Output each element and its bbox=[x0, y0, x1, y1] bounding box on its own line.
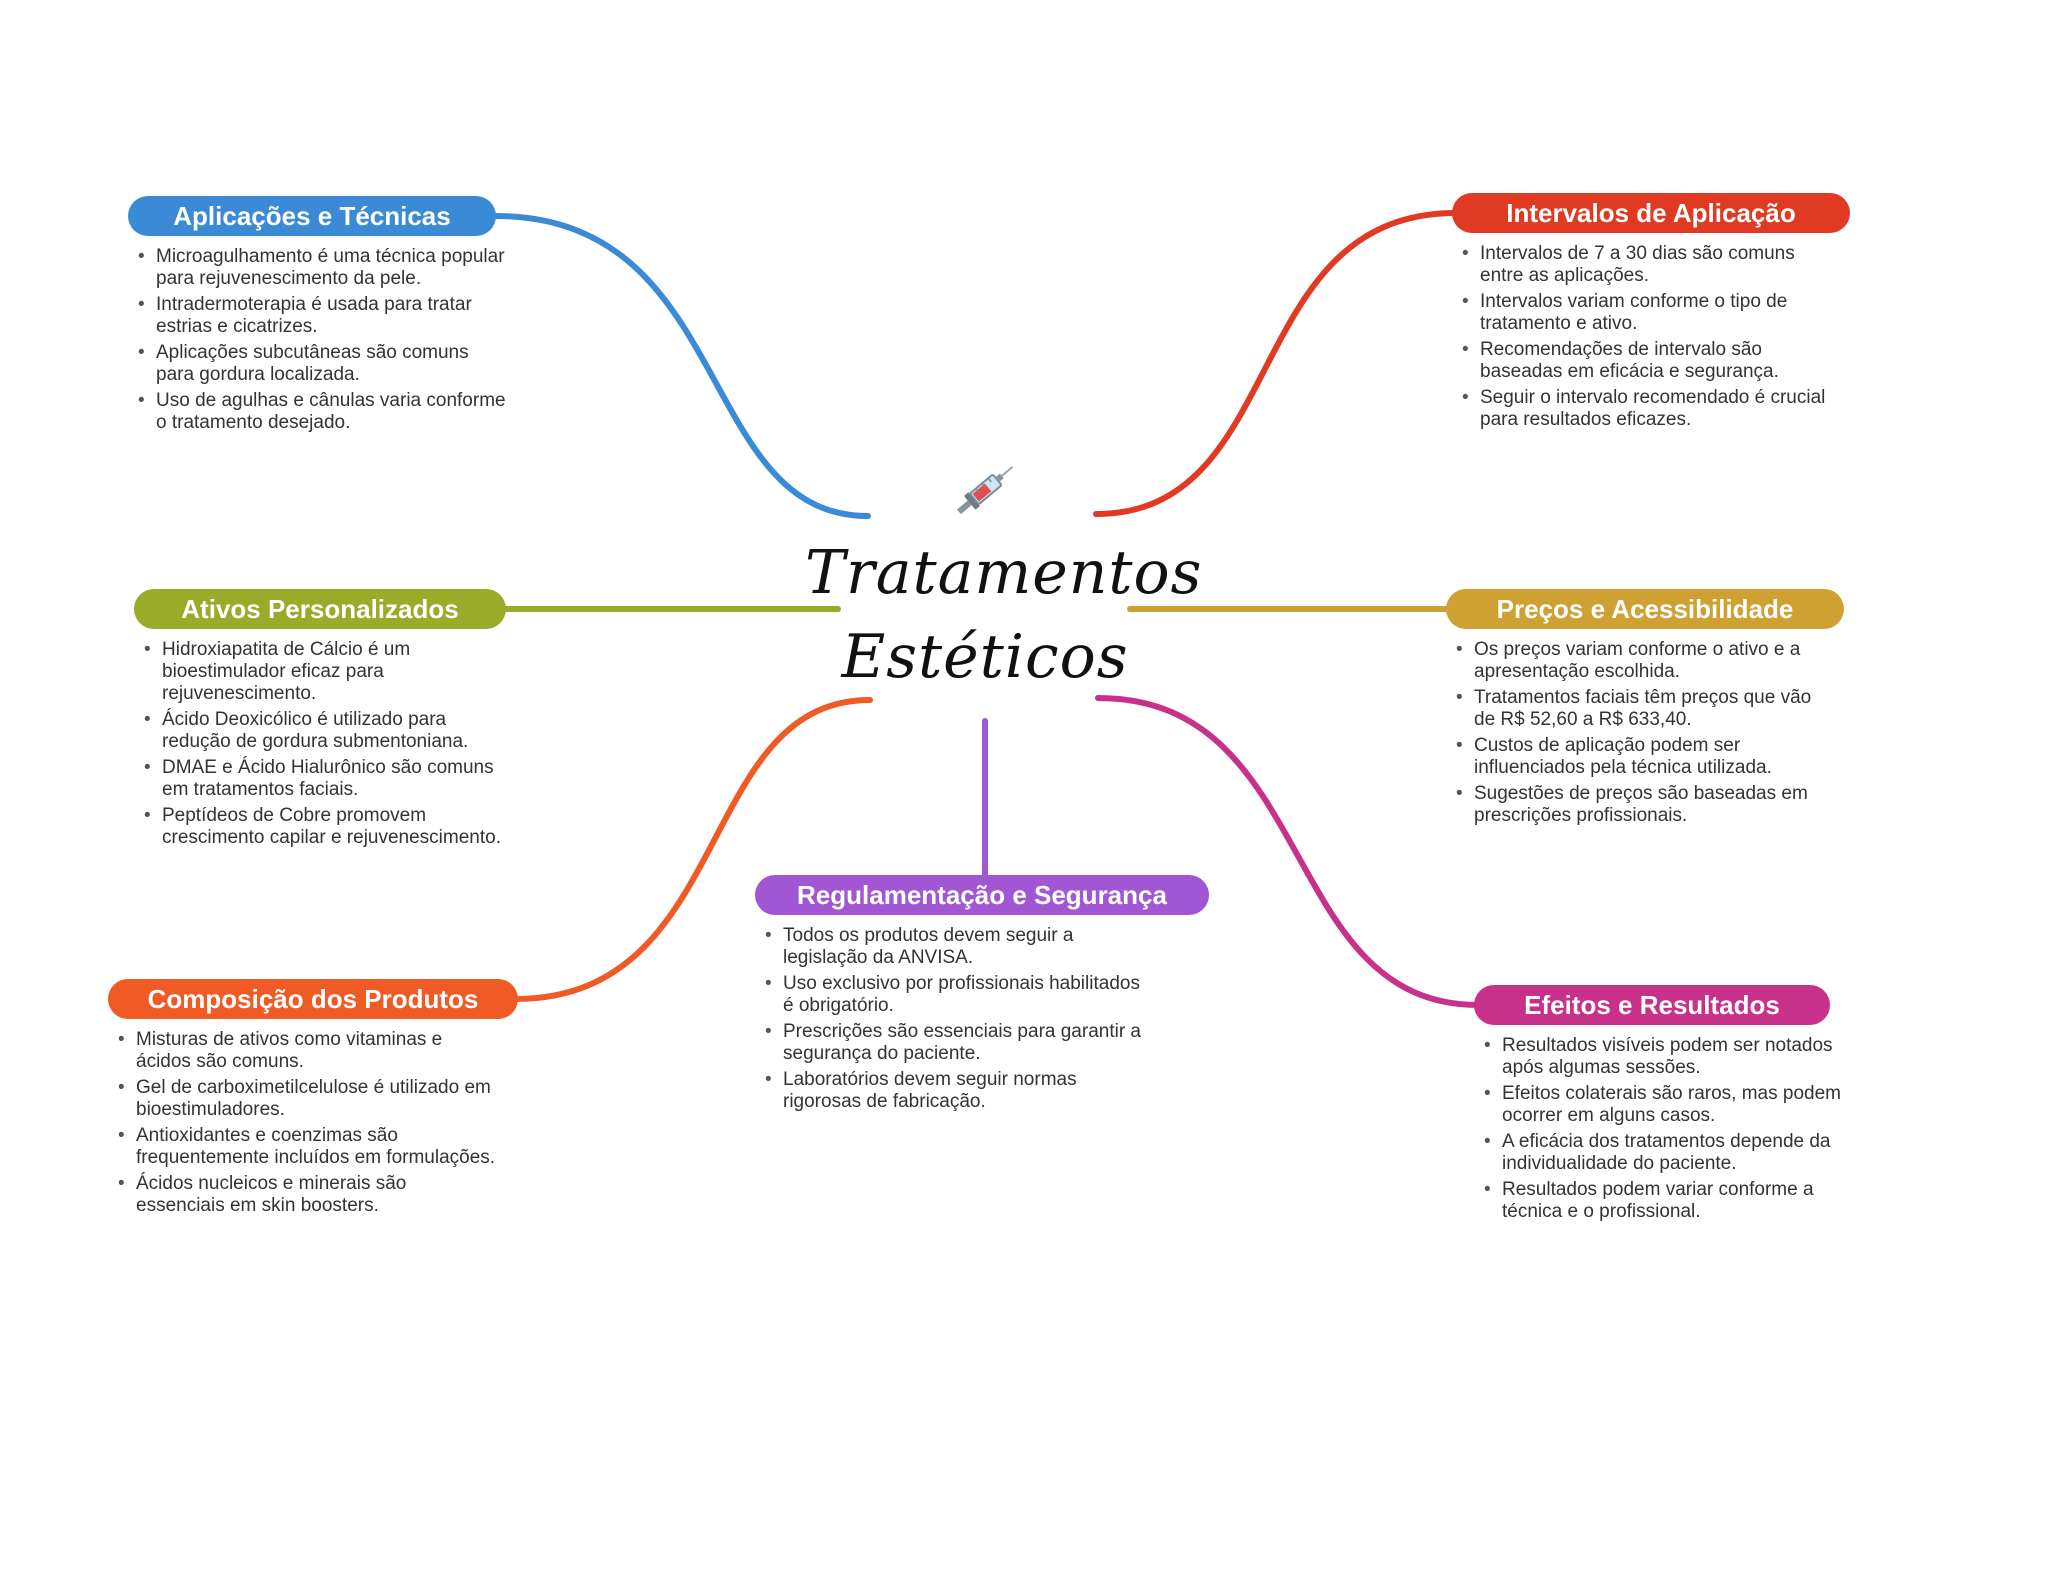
list-item: Uso exclusivo por profissionais habilita… bbox=[765, 973, 1143, 1017]
item-list: Misturas de ativos como vitaminas e ácid… bbox=[108, 1029, 496, 1217]
branch-intervalos: Intervalos de Aplicação Intervalos de 7 … bbox=[1452, 193, 1850, 435]
item-list: Todos os produtos devem seguir a legisla… bbox=[755, 925, 1143, 1113]
central-title: Tratamentos Estéticos bbox=[805, 538, 1203, 692]
branch-precos: Preços e Acessibilidade Os preços variam… bbox=[1446, 589, 1844, 831]
list-item: Todos os produtos devem seguir a legisla… bbox=[765, 925, 1143, 969]
list-item: Antioxidantes e coenzimas são frequentem… bbox=[118, 1125, 496, 1169]
branch-title-aplicacoes[interactable]: Aplicações e Técnicas bbox=[128, 196, 496, 236]
branch-regulamentacao: Regulamentação e Segurança Todos os prod… bbox=[755, 875, 1209, 1117]
list-item: Efeitos colaterais são raros, mas podem … bbox=[1484, 1083, 1847, 1127]
branch-ativos: Ativos Personalizados Hidroxiapatita de … bbox=[134, 589, 512, 853]
list-item: Gel de carboximetilcelulose é utilizado … bbox=[118, 1077, 496, 1121]
list-item: Laboratórios devem seguir normas rigoros… bbox=[765, 1069, 1143, 1113]
branch-title-precos[interactable]: Preços e Acessibilidade bbox=[1446, 589, 1844, 629]
connector-aplicacoes bbox=[492, 213, 871, 519]
list-item: Resultados visíveis podem ser notados ap… bbox=[1484, 1035, 1847, 1079]
item-list: Microagulhamento é uma técnica popular p… bbox=[128, 246, 511, 434]
list-item: DMAE e Ácido Hialurônico são comuns em t… bbox=[144, 757, 512, 801]
list-item: Uso de agulhas e cânulas varia conforme … bbox=[138, 390, 511, 434]
branch-aplicacoes: Aplicações e Técnicas Microagulhamento é… bbox=[128, 196, 511, 438]
list-item: Ácidos nucleicos e minerais são essencia… bbox=[118, 1173, 496, 1217]
list-item: Peptídeos de Cobre promovem crescimento … bbox=[144, 805, 512, 849]
list-item: Custos de aplicação podem ser influencia… bbox=[1456, 735, 1834, 779]
connector-efeitos bbox=[1095, 695, 1481, 1008]
list-item: Ácido Deoxicólico é utilizado para reduç… bbox=[144, 709, 512, 753]
branch-efeitos: Efeitos e Resultados Resultados visíveis… bbox=[1474, 985, 1847, 1227]
list-item: Prescrições são essenciais para garantir… bbox=[765, 1021, 1143, 1065]
connector-intervalos bbox=[1093, 210, 1459, 517]
branch-title-intervalos[interactable]: Intervalos de Aplicação bbox=[1452, 193, 1850, 233]
syringe-icon bbox=[957, 466, 1014, 515]
list-item: Os preços variam conforme o ativo e a ap… bbox=[1456, 639, 1834, 683]
branch-title-regulamentacao[interactable]: Regulamentação e Segurança bbox=[755, 875, 1209, 915]
list-item: Seguir o intervalo recomendado é crucial… bbox=[1462, 387, 1835, 431]
list-item: Recomendações de intervalo são baseadas … bbox=[1462, 339, 1835, 383]
item-list: Resultados visíveis podem ser notados ap… bbox=[1474, 1035, 1847, 1223]
list-item: A eficácia dos tratamentos depende da in… bbox=[1484, 1131, 1847, 1175]
branch-title-composicao[interactable]: Composição dos Produtos bbox=[108, 979, 518, 1019]
list-item: Intervalos variam conforme o tipo de tra… bbox=[1462, 291, 1835, 335]
item-list: Hidroxiapatita de Cálcio é um bioestimul… bbox=[134, 639, 512, 849]
item-list: Os preços variam conforme o ativo e a ap… bbox=[1446, 639, 1834, 827]
branch-title-efeitos[interactable]: Efeitos e Resultados bbox=[1474, 985, 1830, 1025]
list-item: Resultados podem variar conforme a técni… bbox=[1484, 1179, 1847, 1223]
list-item: Tratamentos faciais têm preços que vão d… bbox=[1456, 687, 1834, 731]
list-item: Aplicações subcutâneas são comuns para g… bbox=[138, 342, 511, 386]
branch-title-ativos[interactable]: Ativos Personalizados bbox=[134, 589, 506, 629]
list-item: Hidroxiapatita de Cálcio é um bioestimul… bbox=[144, 639, 512, 705]
list-item: Intradermoterapia é usada para tratar es… bbox=[138, 294, 511, 338]
list-item: Microagulhamento é uma técnica popular p… bbox=[138, 246, 511, 290]
item-list: Intervalos de 7 a 30 dias são comuns ent… bbox=[1452, 243, 1835, 431]
connector-composicao bbox=[512, 697, 873, 1002]
list-item: Intervalos de 7 a 30 dias são comuns ent… bbox=[1462, 243, 1835, 287]
list-item: Misturas de ativos como vitaminas e ácid… bbox=[118, 1029, 496, 1073]
branch-composicao: Composição dos Produtos Misturas de ativ… bbox=[108, 979, 518, 1221]
list-item: Sugestões de preços são baseadas em pres… bbox=[1456, 783, 1834, 827]
